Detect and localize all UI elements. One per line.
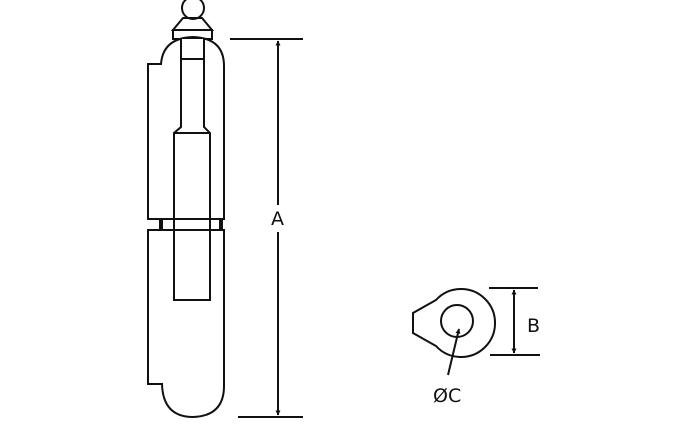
dimension-a-label: A <box>271 208 284 230</box>
dimension-b-label: B <box>527 315 540 337</box>
dimension-a <box>230 38 303 418</box>
end-view-outline <box>412 288 497 358</box>
dimension-b <box>489 287 540 356</box>
upper-knuckle <box>147 35 225 220</box>
hinge-side-view <box>147 0 225 419</box>
pin-hole <box>440 304 474 338</box>
dimension-c-label: ØC <box>433 385 461 407</box>
lower-knuckle <box>147 229 225 419</box>
hinge-ball-tip <box>181 0 205 20</box>
dimension-c-leader <box>447 328 461 376</box>
hinge-pin <box>173 39 211 301</box>
